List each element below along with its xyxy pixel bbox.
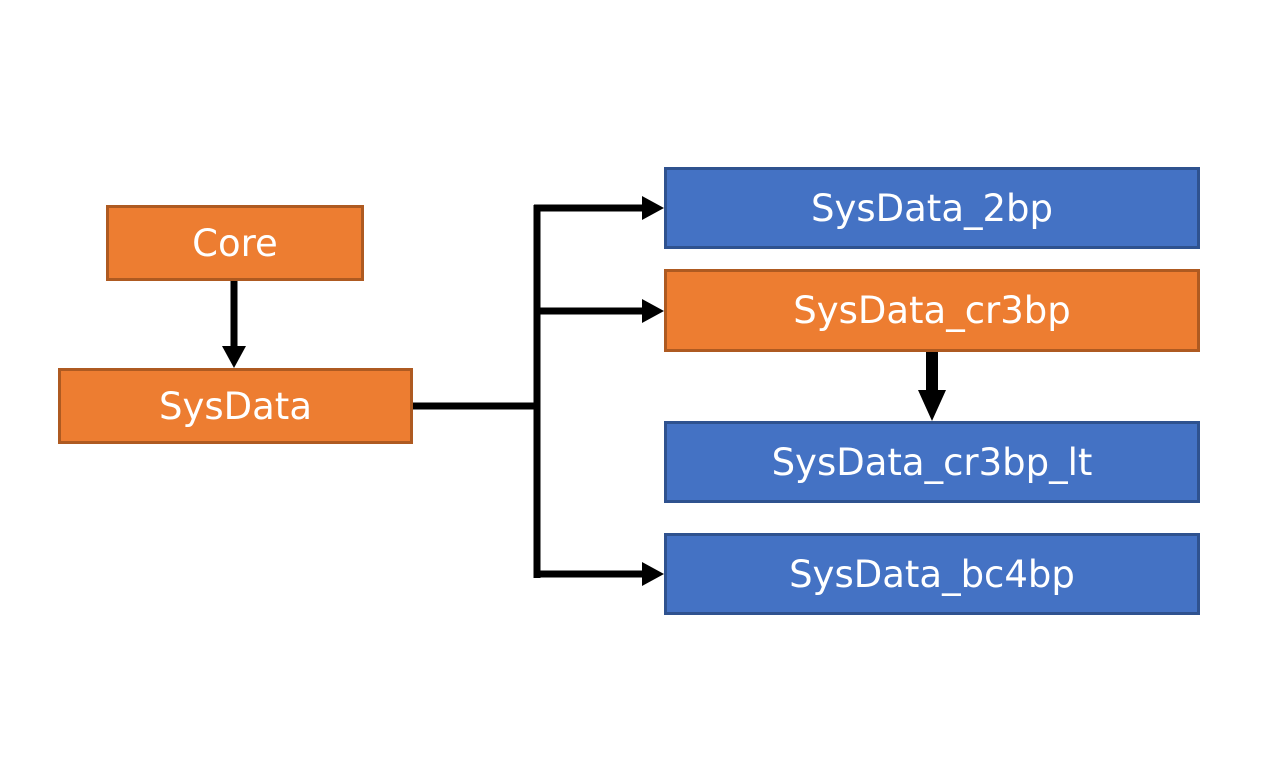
edge-sysdata-branch xyxy=(413,205,541,578)
edge-sysdata-to-bc4bp xyxy=(534,562,664,586)
node-core-label: Core xyxy=(192,221,278,265)
node-sysdata-cr3bp-lt-label: SysData_cr3bp_lt xyxy=(771,440,1093,484)
node-sysdata-label: SysData xyxy=(158,384,312,428)
arrowhead-icon xyxy=(918,390,946,421)
edge-sysdata-to-2bp xyxy=(534,196,664,220)
node-sysdata-2bp: SysData_2bp xyxy=(664,167,1200,249)
edge-sysdata-to-cr3bp xyxy=(534,299,664,323)
edge-core-to-sysdata xyxy=(222,281,246,368)
edge-cr3bp-to-cr3bp-lt xyxy=(918,352,946,421)
node-core: Core xyxy=(106,205,364,281)
node-sysdata-bc4bp-label: SysData_bc4bp xyxy=(789,552,1075,596)
arrowhead-icon xyxy=(642,196,664,220)
node-sysdata-cr3bp: SysData_cr3bp xyxy=(664,269,1200,352)
arrowhead-icon xyxy=(222,346,246,368)
node-sysdata: SysData xyxy=(58,368,413,444)
node-sysdata-cr3bp-label: SysData_cr3bp xyxy=(793,289,1071,332)
arrowhead-icon xyxy=(642,299,664,323)
node-sysdata-bc4bp: SysData_bc4bp xyxy=(664,533,1200,615)
node-sysdata-2bp-label: SysData_2bp xyxy=(810,186,1054,230)
node-sysdata-cr3bp-lt: SysData_cr3bp_lt xyxy=(664,421,1200,503)
arrowhead-icon xyxy=(642,562,664,586)
